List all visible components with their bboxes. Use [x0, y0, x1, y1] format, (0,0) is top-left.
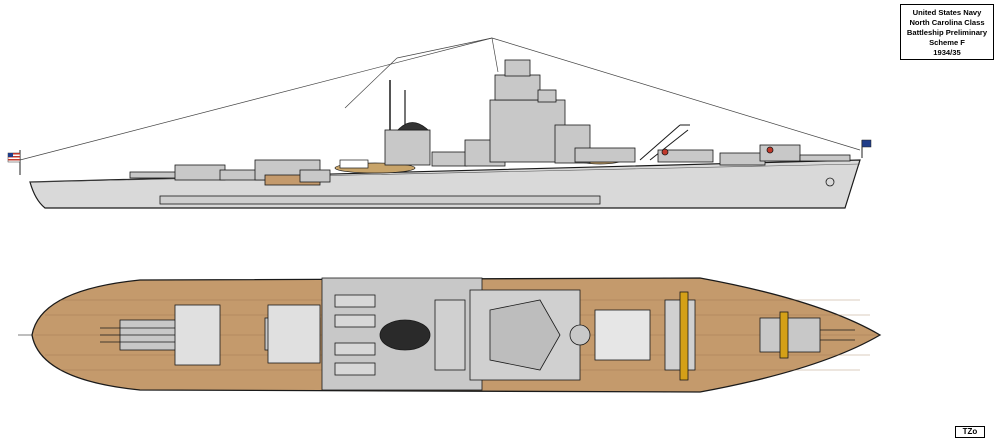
rigging-lines — [19, 37, 861, 161]
aft-superstructure — [384, 80, 506, 167]
title-line: Battleship Preliminary — [906, 28, 988, 37]
title-block: United States Navy North Carolina Class … — [900, 4, 994, 60]
anchor-icon — [825, 177, 835, 187]
plan-view — [18, 277, 882, 393]
title-line: Scheme F — [929, 38, 965, 47]
title-line: 1934/35 — [933, 48, 961, 57]
title-line: United States Navy — [912, 8, 982, 17]
bow-jack — [861, 139, 872, 158]
forward-crane — [639, 124, 690, 161]
stern-flag — [7, 150, 21, 175]
aft-turret-profile — [129, 159, 331, 186]
artist-signature: TZo — [955, 426, 985, 438]
forward-deck-house — [594, 309, 651, 361]
bridge-plan — [469, 289, 591, 381]
bridge-tower — [489, 59, 636, 164]
belt-armor — [159, 195, 601, 205]
forward-turrets-profile — [657, 144, 851, 166]
midship-plan — [321, 277, 483, 391]
profile-view — [7, 37, 872, 209]
aft-turrets-plan — [100, 304, 321, 366]
title-line: North Carolina Class — [909, 18, 985, 27]
forward-turrets-plan — [664, 291, 855, 381]
